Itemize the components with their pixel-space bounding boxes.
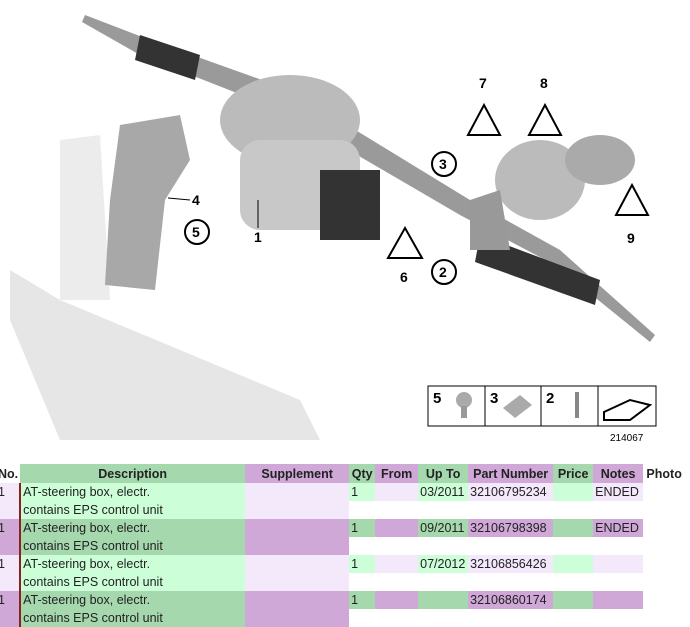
- callout-7: 7: [479, 75, 487, 91]
- cell-from: [375, 555, 419, 573]
- callout-6: 6: [400, 269, 408, 285]
- cell-qty: 1: [349, 591, 376, 609]
- cell-qty: 1: [349, 555, 376, 573]
- steering-rack-image: [10, 15, 655, 440]
- cell-photo: [643, 555, 685, 573]
- cell-from: [375, 591, 419, 609]
- cell-price: [553, 555, 594, 573]
- cell-from: [375, 519, 419, 537]
- cell-description: AT-steering box, electr. contains EPS con…: [19, 555, 246, 591]
- cell-description: AT-steering box, electr. contains EPS con…: [19, 519, 246, 555]
- desc-line-2: contains EPS control unit: [23, 503, 163, 517]
- cell-supplement: [245, 591, 350, 627]
- svg-text:3: 3: [490, 390, 498, 407]
- cell-price: [553, 591, 594, 609]
- cell-notes: ENDED: [593, 519, 644, 537]
- table-row[interactable]: 1 AT-steering box, electr. contains EPS c…: [0, 555, 685, 591]
- svg-text:2: 2: [546, 390, 554, 407]
- callout-1: 1: [254, 229, 262, 245]
- desc-line-1: AT-steering box, electr.: [23, 485, 151, 499]
- cell-upto: [418, 591, 469, 609]
- table-row[interactable]: 1 AT-steering box, electr. contains EPS c…: [0, 591, 685, 627]
- cell-part-number: 32106860174: [468, 591, 554, 609]
- cell-part-number: 32106798398: [468, 519, 554, 537]
- cell-part-number: 32106856426: [468, 555, 554, 573]
- table-header: No. Description Supplement Qty From Up T…: [0, 464, 685, 483]
- callout-5: 5: [192, 224, 200, 240]
- image-number: 214067: [610, 433, 644, 444]
- cell-photo: [643, 591, 685, 609]
- cell-qty: 1: [349, 519, 376, 537]
- cell-supplement: [245, 483, 350, 519]
- cell-upto: 03/2011: [418, 483, 469, 501]
- cell-part-number: 32106795234: [468, 483, 554, 501]
- cell-from: [375, 483, 419, 501]
- desc-line-2: contains EPS control unit: [23, 575, 163, 589]
- cell-description: AT-steering box, electr. contains EPS con…: [19, 591, 246, 627]
- desc-line-1: AT-steering box, electr.: [23, 593, 151, 607]
- desc-line-2: contains EPS control unit: [23, 539, 163, 553]
- callout-2: 2: [439, 264, 447, 280]
- cell-price: [553, 483, 594, 501]
- callout-8: 8: [540, 75, 548, 91]
- cell-notes: [593, 591, 644, 609]
- cell-supplement: [245, 555, 350, 591]
- desc-line-2: contains EPS control unit: [23, 611, 163, 625]
- cell-no: 1: [0, 483, 21, 519]
- cell-no: 1: [0, 555, 21, 591]
- desc-line-1: AT-steering box, electr.: [23, 521, 151, 535]
- cell-no: 1: [0, 519, 21, 555]
- callout-4: 4: [192, 192, 200, 208]
- desc-line-1: AT-steering box, electr.: [23, 557, 151, 571]
- parts-table: No. Description Supplement Qty From Up T…: [0, 464, 685, 627]
- cell-supplement: [245, 519, 350, 555]
- cell-qty: 1: [349, 483, 376, 501]
- cell-upto: 07/2012: [418, 555, 469, 573]
- table-row[interactable]: 1 AT-steering box, electr. contains EPS c…: [0, 483, 685, 519]
- cell-photo: [643, 483, 685, 501]
- cell-photo: [643, 519, 685, 537]
- cell-upto: 09/2011: [418, 519, 469, 537]
- cell-notes: [593, 555, 644, 573]
- cell-notes: ENDED: [593, 483, 644, 501]
- table-row[interactable]: 1 AT-steering box, electr. contains EPS c…: [0, 519, 685, 555]
- callout-3: 3: [439, 156, 447, 172]
- cell-no: 1: [0, 591, 21, 627]
- cell-price: [553, 519, 594, 537]
- cell-description: AT-steering box, electr. contains EPS con…: [19, 483, 246, 519]
- fastener-legend: 5 3 2 214067: [427, 385, 657, 444]
- callout-9: 9: [627, 230, 635, 246]
- svg-text:5: 5: [433, 390, 441, 407]
- parts-diagram: 1 2 3 4 5 6 7 8 9 5 3 2 214067: [10, 15, 657, 444]
